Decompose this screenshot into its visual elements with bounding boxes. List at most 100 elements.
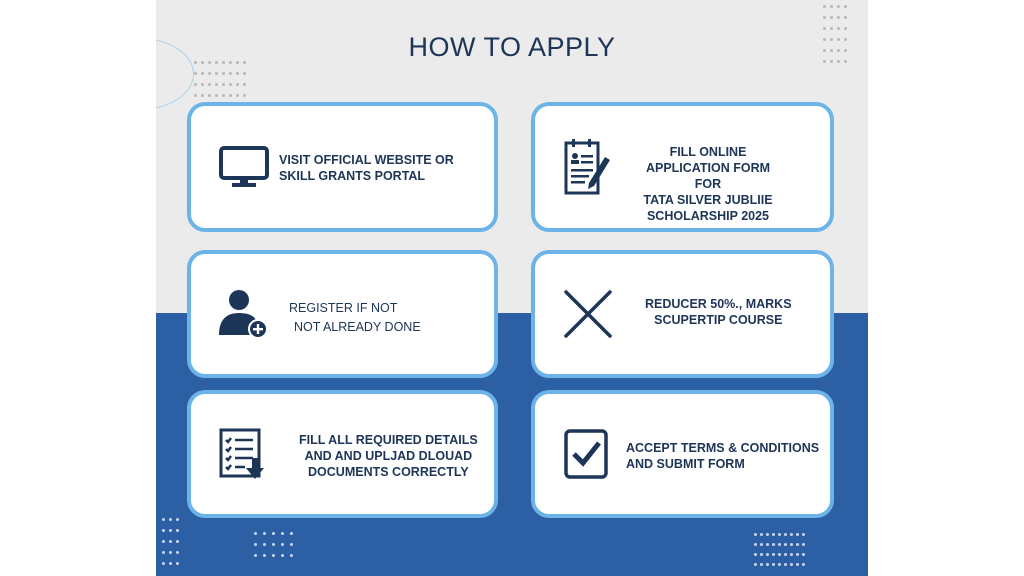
dot <box>830 60 833 63</box>
step-text: TATA SILVER JUBLIIE <box>643 193 773 207</box>
dot <box>208 61 211 64</box>
dot <box>796 543 799 546</box>
step-text: REGISTER IF NOT <box>289 301 398 315</box>
dot <box>162 540 165 543</box>
dot <box>290 543 293 546</box>
dot <box>236 83 239 86</box>
dot <box>796 533 799 536</box>
dot <box>169 562 172 565</box>
dot <box>830 49 833 52</box>
dot <box>790 553 793 556</box>
dot <box>837 60 840 63</box>
dot <box>169 529 172 532</box>
dot <box>201 94 204 97</box>
dot <box>760 533 763 536</box>
checklist-download-icon <box>219 428 264 479</box>
dot <box>169 551 172 554</box>
dot <box>802 553 805 556</box>
dot <box>766 533 769 536</box>
dot <box>162 551 165 554</box>
dot <box>796 563 799 566</box>
dot <box>790 543 793 546</box>
dot <box>194 61 197 64</box>
dot <box>754 533 757 536</box>
dot <box>201 61 204 64</box>
dot <box>290 554 293 557</box>
dot <box>176 529 179 532</box>
dot <box>766 543 769 546</box>
dot <box>823 38 826 41</box>
dot <box>243 61 246 64</box>
dot <box>754 563 757 566</box>
dot <box>229 61 232 64</box>
dot <box>802 533 805 536</box>
dot <box>263 532 266 535</box>
dots-decoration <box>754 533 805 566</box>
step-text: SCUPERTIP COURSE <box>654 313 783 327</box>
dot <box>215 94 218 97</box>
dot <box>830 5 833 8</box>
dot <box>823 49 826 52</box>
dot <box>796 553 799 556</box>
dot <box>243 72 246 75</box>
step-card-register: REGISTER IF NOT NOT ALREADY DONE <box>187 250 498 378</box>
dot <box>162 529 165 532</box>
dot <box>272 543 275 546</box>
dot <box>772 553 775 556</box>
dot <box>222 61 225 64</box>
x-icon <box>564 290 612 338</box>
dot <box>760 543 763 546</box>
dot <box>823 60 826 63</box>
step-text: NOT ALREADY DONE <box>294 320 421 334</box>
dot <box>194 94 197 97</box>
dot <box>169 518 172 521</box>
dot <box>823 5 826 8</box>
dot <box>162 562 165 565</box>
dot <box>229 94 232 97</box>
dot <box>281 543 284 546</box>
dot <box>243 83 246 86</box>
dots-decoration <box>162 518 179 565</box>
dots-decoration <box>254 532 293 557</box>
dot <box>208 83 211 86</box>
dot <box>222 72 225 75</box>
dot <box>208 72 211 75</box>
dot <box>254 543 257 546</box>
dot <box>844 60 847 63</box>
dot <box>772 533 775 536</box>
dot <box>784 533 787 536</box>
dot <box>176 540 179 543</box>
step-text: FILL ONLINE <box>669 145 747 159</box>
step-text: REDUCER 50%., MARKS <box>645 297 792 311</box>
dot <box>844 38 847 41</box>
step-text: VISIT OFFICIAL WEBSITE OR <box>279 153 454 167</box>
dot <box>236 72 239 75</box>
dot <box>790 563 793 566</box>
dot <box>176 551 179 554</box>
dot <box>830 27 833 30</box>
dot <box>778 563 781 566</box>
dot <box>766 563 769 566</box>
dot <box>169 540 172 543</box>
dot <box>201 83 204 86</box>
dot <box>290 532 293 535</box>
dot <box>823 27 826 30</box>
checkbox-icon <box>564 429 608 479</box>
dot <box>215 72 218 75</box>
dot <box>194 72 197 75</box>
dot <box>281 554 284 557</box>
dot <box>201 72 204 75</box>
dot <box>162 518 165 521</box>
dot <box>823 16 826 19</box>
dot <box>790 533 793 536</box>
dot <box>215 61 218 64</box>
dot <box>263 543 266 546</box>
dot <box>844 27 847 30</box>
dot <box>844 16 847 19</box>
dot <box>784 563 787 566</box>
dots-decoration <box>194 61 246 97</box>
dot <box>778 543 781 546</box>
step-card-fill-details: FILL ALL REQUIRED DETAILS AND AND UPLJAD… <box>187 390 498 518</box>
